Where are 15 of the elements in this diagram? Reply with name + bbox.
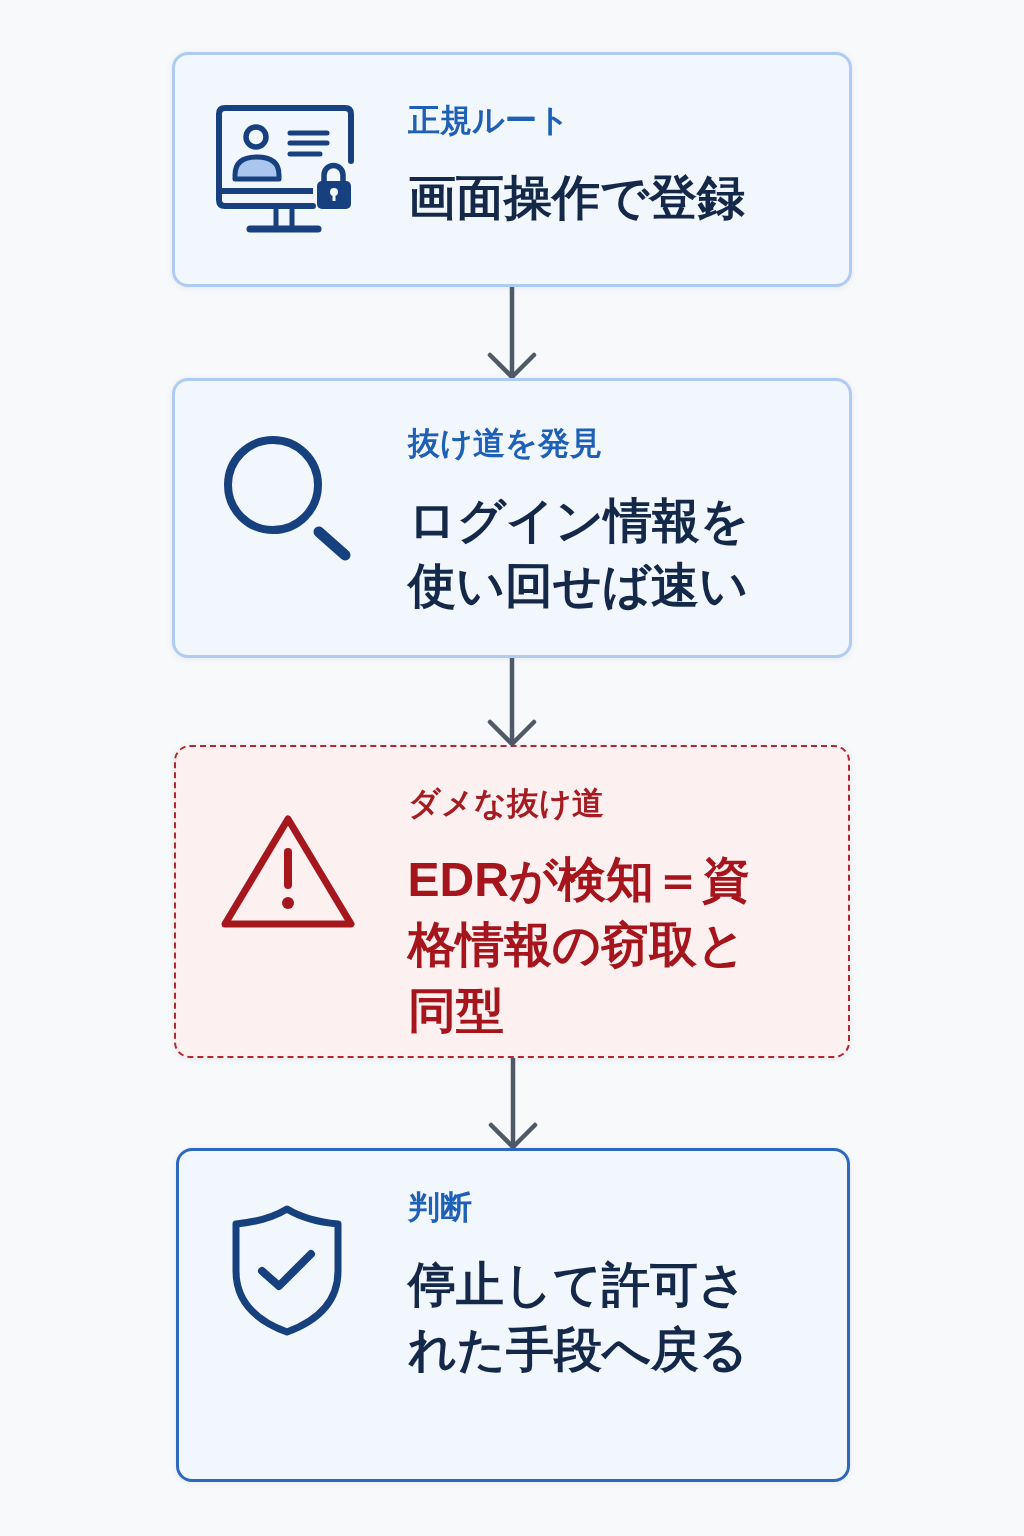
step-box: [174, 745, 850, 1058]
step-box: [172, 378, 852, 658]
step-title: 抜け道を発見: [408, 424, 602, 463]
arrow: [487, 287, 537, 380]
step-text: 停止して許可された手段へ戻る: [408, 1256, 749, 1378]
step-box: [172, 52, 852, 287]
step-text: 画面操作で登録: [408, 169, 745, 226]
arrow: [487, 658, 537, 747]
step-text: EDRが検知＝資格情報の窃取と同型: [407, 852, 751, 1039]
step-box: [176, 1148, 850, 1482]
step-text: ログイン情報を使い回せば速い: [408, 492, 750, 614]
step-title: 判断: [408, 1188, 472, 1227]
step-title: ダメな抜け道: [407, 783, 604, 823]
step-title: 正規ルート: [408, 101, 570, 140]
arrow: [488, 1058, 538, 1150]
